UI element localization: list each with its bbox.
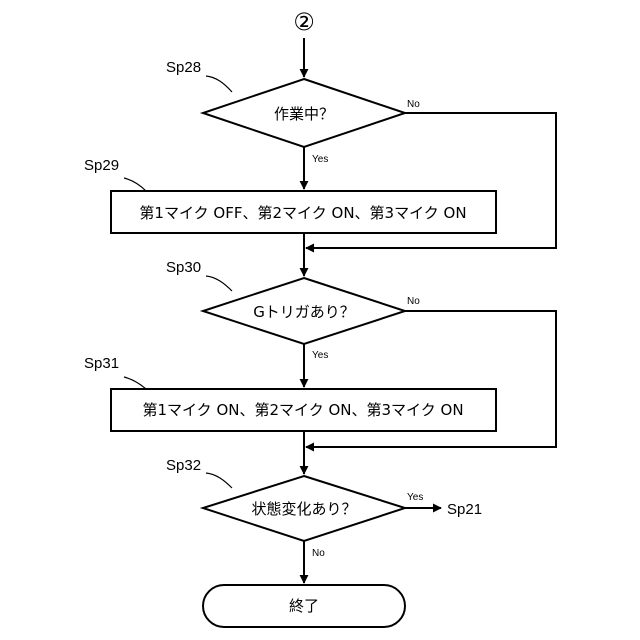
decision-sp28: 作業中？	[203, 79, 405, 147]
terminator-end: 終了	[203, 585, 405, 627]
terminator-text: 終了	[289, 597, 319, 615]
connector-circled-2: ②	[293, 8, 315, 36]
step-label-sp29: Sp29	[84, 157, 119, 174]
decision-sp32: 状態変化あり？	[203, 476, 405, 541]
leader-sp29	[124, 178, 146, 191]
leader-sp28	[206, 76, 232, 92]
leader-sp30	[206, 276, 232, 291]
process-sp29: 第1マイク OFF、第2マイク ON、第3マイク ON	[111, 191, 496, 233]
step-label-sp31: Sp31	[84, 355, 119, 372]
no-label-sp30: No	[407, 296, 420, 307]
no-label-sp32: No	[312, 548, 325, 559]
decision-text-sp28: 作業中？	[274, 105, 334, 123]
decision-text-sp30: Gトリガあり？	[253, 303, 355, 321]
step-label-sp32: Sp32	[166, 457, 201, 474]
process-text-sp31: 第1マイク ON、第2マイク ON、第3マイク ON	[142, 401, 463, 419]
step-label-sp30: Sp30	[166, 259, 201, 276]
yes-label-sp32: Yes	[407, 492, 423, 503]
decision-text-sp32: 状態変化あり？	[251, 500, 356, 518]
yes-label-sp30: Yes	[312, 350, 328, 361]
yes-label-sp28: Yes	[312, 154, 328, 165]
step-label-sp28: Sp28	[166, 59, 201, 76]
process-text-sp29: 第1マイク OFF、第2マイク ON、第3マイク ON	[139, 204, 466, 222]
decision-sp30: Gトリガあり？	[203, 278, 405, 344]
yes-target-sp21: Sp21	[447, 501, 482, 518]
leader-sp32	[206, 473, 232, 488]
leader-sp31	[124, 377, 146, 389]
process-sp31: 第1マイク ON、第2マイク ON、第3マイク ON	[111, 389, 496, 431]
no-label-sp28: No	[407, 99, 420, 110]
